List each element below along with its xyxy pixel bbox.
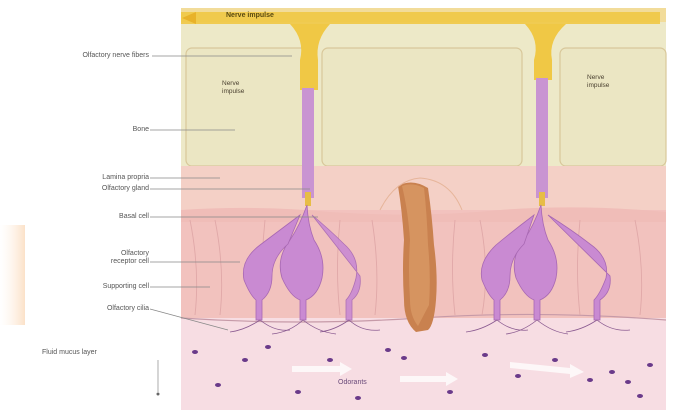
inner-nerve-label-left: Nerve impulse	[222, 80, 244, 95]
bone-block	[186, 48, 308, 166]
label-bone: Bone	[133, 126, 149, 134]
label-olfactory-cilia: Olfactory cilia	[107, 305, 149, 313]
label-olfactory-gland: Olfactory gland	[102, 185, 149, 193]
left-fade-swatch	[0, 225, 25, 325]
mucus-layer	[181, 318, 666, 410]
bone-block	[322, 48, 522, 166]
label-olfactory-nerve-fibers: Olfactory nerve fibers	[82, 52, 149, 60]
bone-block	[560, 48, 666, 166]
label-supporting-cell: Supporting cell	[103, 283, 149, 291]
label-fluid-mucus-layer: Fluid mucus layer	[42, 349, 97, 357]
top-nerve-impulse-label: Nerve impulse	[226, 12, 274, 19]
label-lamina-propria: Lamina propria	[102, 174, 149, 182]
label-olfactory-receptor-cell: Olfactory receptor cell	[111, 250, 149, 266]
label-basal-cell: Basal cell	[119, 213, 149, 221]
inner-nerve-label-right: Nerve impulse	[587, 74, 609, 89]
odorants-label: Odorants	[338, 379, 367, 386]
